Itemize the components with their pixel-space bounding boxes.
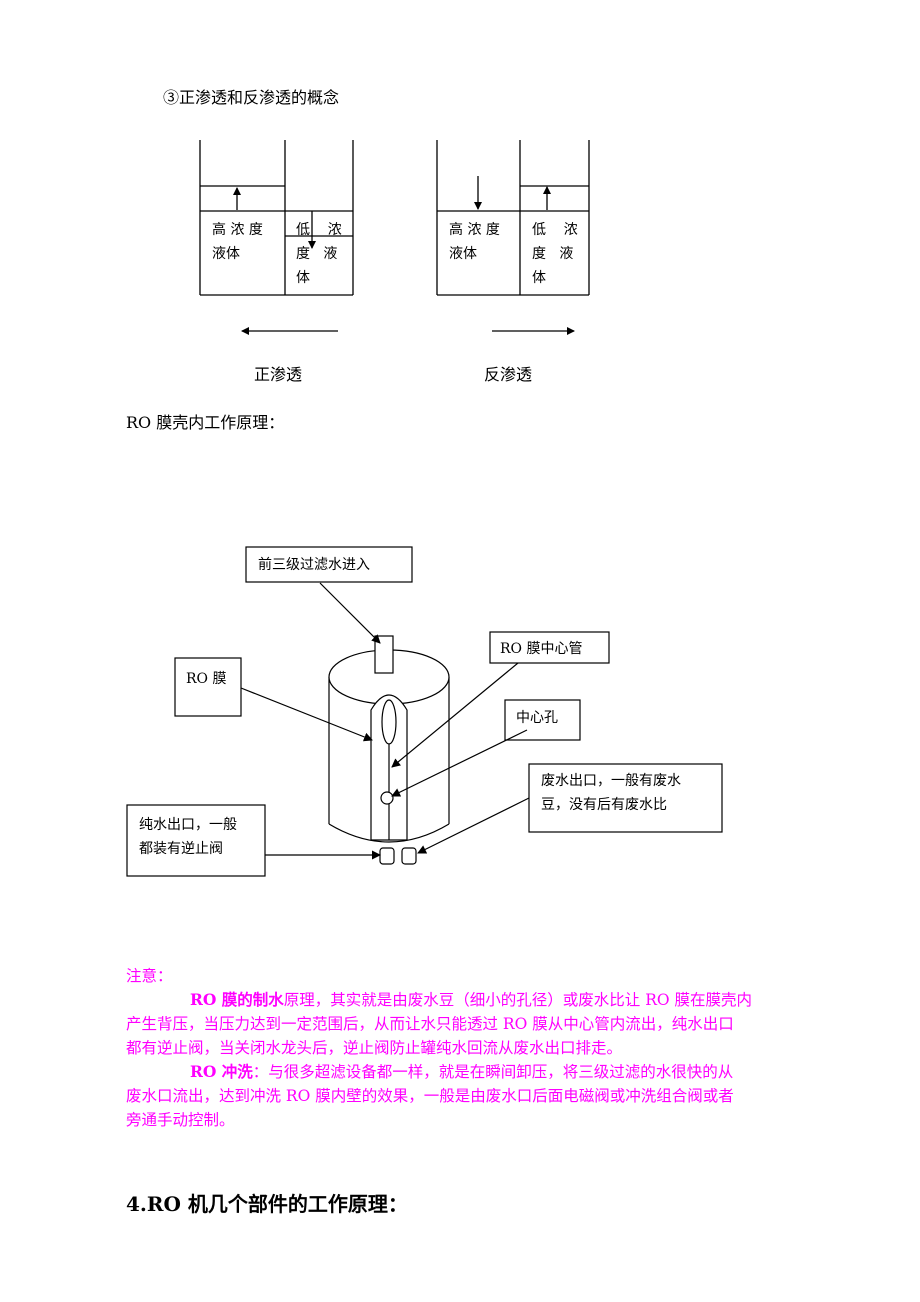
note-p1-line-3: 都有逆止阀，当关闭水龙头后，逆止阀防止罐纯水回流从废水出口排走。 <box>126 1039 623 1057</box>
pure-outlet-box <box>126 804 266 877</box>
note-p2-line-2: 废水口流出，达到冲洗 RO 膜内壁的效果，一般是由废水口后面电磁阀或冲洗组合阀或… <box>126 1087 734 1105</box>
forward-osmosis-caption: 正渗透 <box>254 365 303 384</box>
note-p2-bold: RO 冲洗 <box>190 1062 253 1081</box>
waste-outlet-label-2: 豆，没有后有废水比 <box>541 797 667 813</box>
left-high-label-2: 液体 <box>212 246 240 262</box>
left-low-label-3: 体 <box>296 270 310 286</box>
center-hole-arrow <box>391 729 528 797</box>
inlet-port <box>374 635 394 674</box>
membrane-label: RO 膜 <box>186 671 227 687</box>
right-high-label-2: 液体 <box>449 246 477 262</box>
center-tube-label: RO 膜中心管 <box>500 641 583 657</box>
waste-outlet-arrow <box>417 797 530 854</box>
inlet-box <box>245 546 413 583</box>
left-low-label-1: 低 浓 <box>296 222 342 238</box>
center-tube-arrow <box>391 662 519 768</box>
center-tube-box <box>489 631 610 664</box>
ro-housing-diagram <box>126 546 723 877</box>
inlet-arrow <box>319 582 381 644</box>
center-hole-label: 中心孔 <box>516 710 558 726</box>
ro-principle-heading: RO 膜壳内工作原理： <box>126 413 285 432</box>
pure-outlet-label-2: 都装有逆止阀 <box>139 841 223 857</box>
note-p1-line-2: 产生背压，当压力达到一定范围后，从而让水只能透过 RO 膜从中心管内流出，纯水出… <box>126 1015 734 1033</box>
left-low-label-2: 度 液 <box>296 246 338 262</box>
note-p2-line-3: 旁通手动控制。 <box>126 1111 235 1129</box>
right-low-label-3: 体 <box>532 270 546 286</box>
left-high-label-1: 高 浓 度 <box>212 222 263 238</box>
inlet-label: 前三级过滤水进入 <box>258 557 370 573</box>
right-low-label-2: 度 液 <box>532 246 574 262</box>
right-low-label-1: 低 浓 <box>532 222 578 238</box>
membrane-box <box>174 657 242 717</box>
note-paragraph-2-line-1: RO 冲洗：与很多超滤设备都一样，就是在瞬间卸压，将三级过滤的水很快的从 <box>126 1060 846 1084</box>
osmosis-heading: ③正渗透和反渗透的概念 <box>163 88 340 107</box>
waste-outlet-label-1: 废水出口，一般有废水 <box>541 773 681 789</box>
osmosis-diagram <box>199 140 590 335</box>
pure-outlet <box>379 847 395 865</box>
note-paragraph-1-line-1: RO 膜的制水原理，其实就是由废水豆（细小的孔径）或废水比让 RO 膜在膜壳内 <box>126 988 846 1012</box>
section-4-heading: 4.RO 机几个部件的工作原理： <box>126 1192 408 1216</box>
reverse-osmosis-caption: 反渗透 <box>484 365 533 384</box>
note-p1-bold: RO 膜的制水 <box>190 990 284 1009</box>
membrane-arrow <box>240 687 373 742</box>
center-hole-box <box>504 699 581 741</box>
note-p2-line-1: ：与很多超滤设备都一样，就是在瞬间卸压，将三级过滤的水很快的从 <box>252 1063 734 1081</box>
waste-outlet-box <box>528 763 723 833</box>
right-high-label-1: 高 浓 度 <box>449 222 500 238</box>
center-hole <box>380 791 394 805</box>
waste-outlet <box>401 847 417 865</box>
note-p1-line-1: 原理，其实就是由废水豆（细小的孔径）或废水比让 RO 膜在膜壳内 <box>283 991 753 1009</box>
note-title: 注意： <box>126 967 173 985</box>
pure-outlet-label-1: 纯水出口，一般 <box>139 817 237 833</box>
